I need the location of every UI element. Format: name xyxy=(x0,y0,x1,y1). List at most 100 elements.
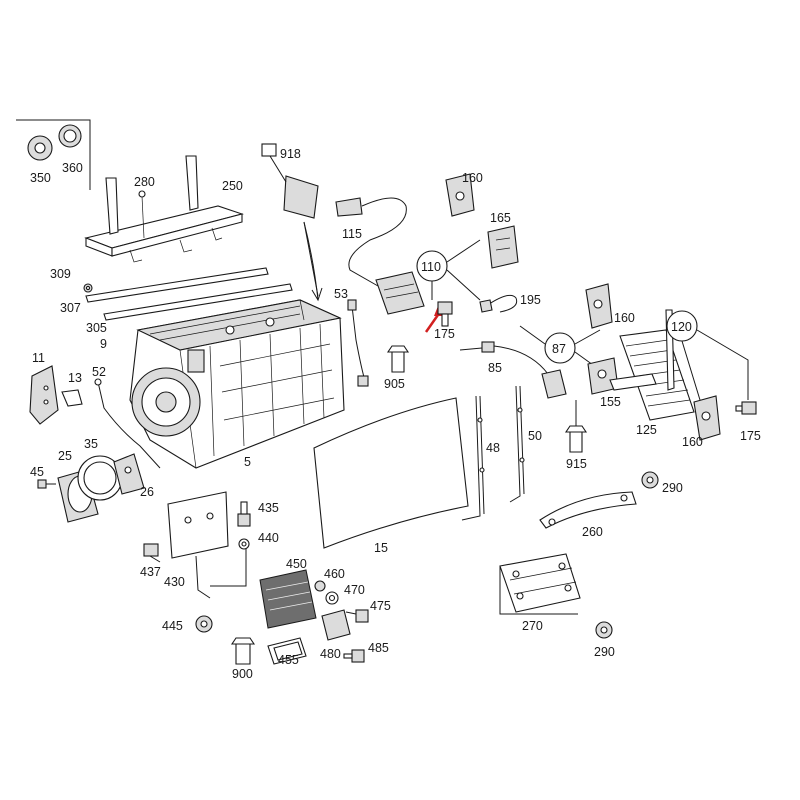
label-53: 53 xyxy=(334,287,348,301)
bolt-435 xyxy=(237,501,251,527)
label-160-lower: 160 xyxy=(682,435,703,449)
bolt-437 xyxy=(143,543,159,557)
label-35: 35 xyxy=(84,437,98,451)
label-5: 5 xyxy=(244,455,251,469)
dpf-housing-5 xyxy=(129,299,345,469)
nut-290-lower xyxy=(595,621,613,639)
label-11: 11 xyxy=(32,351,45,365)
label-450: 450 xyxy=(286,557,307,571)
label-160-right: 160 xyxy=(614,311,635,325)
sensor-115 xyxy=(335,197,425,315)
label-290-lower: 290 xyxy=(594,645,615,659)
bolt-475 xyxy=(345,609,369,623)
label-165: 165 xyxy=(490,211,511,225)
label-350: 350 xyxy=(30,171,51,185)
label-155: 155 xyxy=(600,395,621,409)
washer-460 xyxy=(314,580,326,592)
bolt-485 xyxy=(343,649,365,663)
label-195: 195 xyxy=(520,293,541,307)
label-260: 260 xyxy=(582,525,603,539)
label-918: 918 xyxy=(280,147,301,161)
bracket-430 xyxy=(167,491,229,599)
bolt-175-upper xyxy=(437,301,453,327)
label-45: 45 xyxy=(30,465,44,479)
bracket-270 xyxy=(499,553,581,615)
washer-470 xyxy=(325,591,339,605)
nut-290-upper xyxy=(641,471,659,489)
strap-260 xyxy=(539,491,637,529)
heat-shield-15 xyxy=(313,397,469,549)
label-905: 905 xyxy=(384,377,405,391)
label-15: 15 xyxy=(374,541,388,555)
label-120: 120 xyxy=(671,320,692,334)
bracket-50 xyxy=(509,385,525,503)
label-430: 430 xyxy=(164,575,185,589)
label-85: 85 xyxy=(488,361,502,375)
bracket-160-top xyxy=(445,173,475,217)
label-125: 125 xyxy=(636,423,657,437)
callout-lines-430 xyxy=(149,548,247,587)
bolt-445 xyxy=(195,615,213,633)
connector-915 xyxy=(564,400,588,453)
label-480: 480 xyxy=(320,647,341,661)
connector-905 xyxy=(386,345,410,373)
label-280: 280 xyxy=(134,175,155,189)
washer-440 xyxy=(238,538,250,550)
clip-165 xyxy=(487,225,519,269)
label-50: 50 xyxy=(528,429,542,443)
label-270: 270 xyxy=(522,619,543,633)
callout-87 xyxy=(519,325,601,371)
label-309: 309 xyxy=(50,267,71,281)
label-455: 455 xyxy=(278,653,299,667)
label-435: 435 xyxy=(258,501,279,515)
label-290-upper: 290 xyxy=(662,481,683,495)
ecu-450 xyxy=(259,569,317,629)
label-26: 26 xyxy=(140,485,154,499)
bracket-160-lower xyxy=(693,395,721,441)
nut-309 xyxy=(83,283,93,293)
label-475: 475 xyxy=(370,599,391,613)
clip-13 xyxy=(61,389,83,407)
label-layer: 350 360 280 250 918 160 165 115 110 309 … xyxy=(30,147,761,681)
label-470: 470 xyxy=(344,583,365,597)
pressure-sensor-918 xyxy=(261,143,323,302)
ring-35 xyxy=(77,455,123,501)
label-160-top: 160 xyxy=(462,171,483,185)
connector-900 xyxy=(230,637,256,665)
label-250: 250 xyxy=(222,179,243,193)
gasket-strips-305-9 xyxy=(85,267,293,321)
bracket-11 xyxy=(29,365,59,425)
label-485: 485 xyxy=(368,641,389,655)
label-360: 360 xyxy=(62,161,83,175)
label-25: 25 xyxy=(58,449,72,463)
flange-26 xyxy=(113,453,145,495)
gasket-455 xyxy=(267,637,307,665)
label-87: 87 xyxy=(552,342,566,356)
label-175-lower: 175 xyxy=(740,429,761,443)
label-13: 13 xyxy=(68,371,82,385)
bracket-160-right xyxy=(585,283,613,329)
label-900: 900 xyxy=(232,667,253,681)
bracket-480 xyxy=(321,609,351,641)
label-440: 440 xyxy=(258,531,279,545)
bracket-48 xyxy=(461,395,485,521)
label-437: 437 xyxy=(140,565,161,579)
bolt-45 xyxy=(37,479,56,489)
sensor-53 xyxy=(347,299,369,387)
heat-shield-250 xyxy=(84,155,244,263)
sensor-line-52 xyxy=(94,378,161,469)
label-175-upper: 175 xyxy=(434,327,455,341)
callout-110 xyxy=(416,239,481,301)
label-52: 52 xyxy=(92,365,106,379)
callout-120 xyxy=(666,310,749,401)
label-307: 307 xyxy=(60,301,81,315)
probe-85 xyxy=(459,341,567,399)
label-115: 115 xyxy=(342,227,362,241)
washer-set-350-360 xyxy=(16,119,91,190)
label-915: 915 xyxy=(566,457,587,471)
label-48: 48 xyxy=(486,441,500,455)
label-110: 110 xyxy=(421,260,441,274)
cable-tie-195 xyxy=(479,294,518,313)
